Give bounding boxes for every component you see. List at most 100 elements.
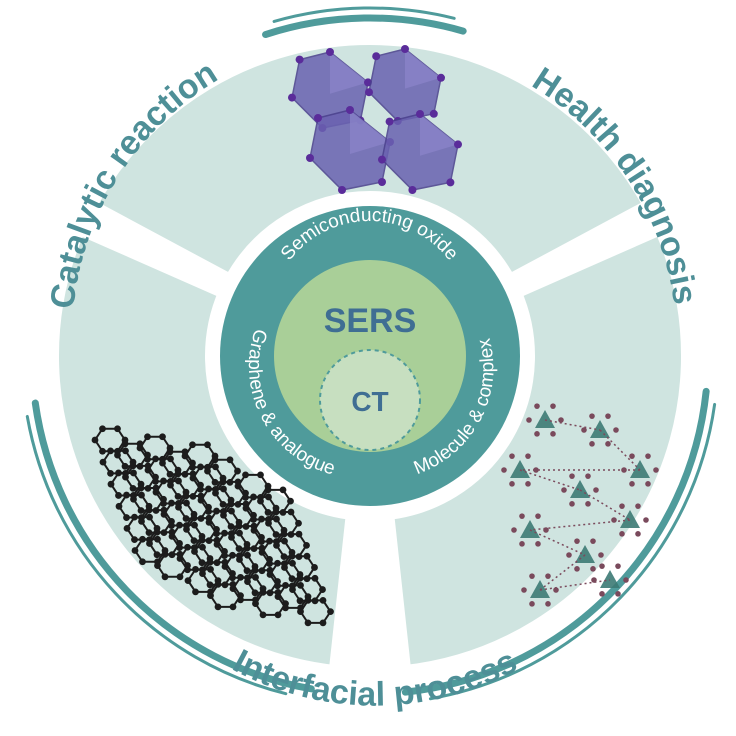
carbon-atom-5 [226,456,234,464]
carbon-atom-3 [228,533,235,541]
carbon-atom-4 [235,522,243,530]
carbon-atom-3 [212,489,219,497]
framework-atom-3 [566,552,572,558]
carbon-atom-5 [159,433,166,441]
carbon-atom-2 [235,545,243,553]
oxide-atom-0 [326,48,334,56]
framework-atom-5 [590,538,596,544]
carbon-atom-3 [175,503,182,511]
framework-atom-5 [645,453,651,459]
carbon-atom-2 [115,492,122,499]
center-title: SERS [324,302,417,340]
framework-tetrahedron [620,510,640,528]
oxide-atom-0 [416,110,424,118]
oxide-atom-2 [378,178,386,186]
carbon-atom-5 [175,477,182,485]
carbon-atom-1 [274,611,282,619]
framework-atom-4 [534,403,540,409]
carbon-atom-2 [144,455,151,463]
framework-atom-1 [635,531,641,537]
carbon-atom-4 [221,529,228,537]
carbon-atom-2 [121,462,129,470]
carbon-atom-1 [319,619,327,627]
oxide-atom-1 [454,140,462,149]
carbon-atom-3 [274,593,282,600]
outer-arc-right-b [428,402,717,701]
carbon-atom-4 [115,469,122,477]
carbon-atom-3 [181,452,189,460]
carbon-atom-2 [211,478,219,486]
carbon-atom-2 [250,516,257,523]
perovskite-octahedra-icon [288,45,462,194]
carbon-atom-4 [251,566,259,574]
carbon-atom-5 [257,471,264,479]
carbon-atom-3 [236,556,243,563]
carbon-atom-5 [146,513,153,521]
graphene-ring-49 [252,588,289,619]
framework-atom-1 [590,566,596,572]
carbon-atom-2 [282,604,289,612]
carbon-atom-4 [243,544,251,552]
framework-atom-0 [613,427,619,433]
graphene-ring-46 [184,565,222,596]
carbon-atom-4 [229,551,236,559]
carbon-atom-4 [168,499,175,507]
carbon-atom-4 [145,506,153,514]
sector-right [380,220,695,680]
carbon-atom-4 [161,550,169,558]
framework-atom-2 [534,431,540,437]
carbon-atom-2 [219,501,227,508]
graphene-ring-51 [297,596,334,627]
framework-atom-5 [605,413,611,419]
framework-node-6 [511,513,549,547]
framework-atom-3 [581,427,587,433]
carbon-atom-5 [295,530,303,538]
carbon-atom-2 [190,537,198,545]
carbon-atom-4 [182,492,190,500]
carbon-atom-2 [182,515,190,522]
carbon-atom-0 [319,586,326,593]
framework-atom-5 [585,473,591,479]
carbon-atom-2 [288,575,296,583]
octahedron-3 [378,110,462,194]
carbon-atom-5 [138,491,145,499]
carbon-atom-3 [266,571,274,578]
carbon-atom-3 [146,540,153,547]
carbon-atom-5 [279,486,287,494]
carbon-atom-3 [205,518,213,526]
carbon-atom-2 [166,470,174,478]
carbon-atom-2 [304,619,312,627]
carbon-atom-4 [250,493,257,501]
framework-atom-1 [585,501,591,507]
framework-atom-1 [645,481,651,487]
carbon-atom-4 [184,543,191,551]
framework-atom-4 [589,413,595,419]
carbon-atom-2 [145,529,153,537]
framework-atom-4 [519,513,525,519]
carbon-atom-4 [160,477,167,485]
carbon-atom-3 [204,467,211,475]
carbon-atom-3 [168,533,176,540]
carbon-atom-2 [160,500,167,507]
framework-atom-2 [629,481,635,487]
framework-tetrahedron [600,570,620,588]
framework-atom-2 [619,531,625,537]
carbon-atom-2 [221,552,228,560]
oxide-atom-3 [338,186,346,194]
carbon-atom-2 [272,531,280,538]
framework-atom-1 [545,601,551,607]
carbon-atom-3 [273,541,280,549]
carbon-atom-2 [197,485,204,493]
framework-atom-4 [629,453,635,459]
framework-atom-5 [535,513,541,519]
carbon-atom-5 [236,529,243,537]
outer-arc-top-b [272,6,456,23]
carbon-atom-4 [282,581,289,589]
carbon-atom-5 [297,581,304,589]
carbon-atom-3 [207,592,214,600]
oxide-atom-2 [446,178,455,187]
carbon-atom-2 [123,514,130,521]
carbon-atom-2 [242,493,249,501]
carbon-atom-3 [244,578,251,585]
carbon-atom-4 [192,565,199,573]
